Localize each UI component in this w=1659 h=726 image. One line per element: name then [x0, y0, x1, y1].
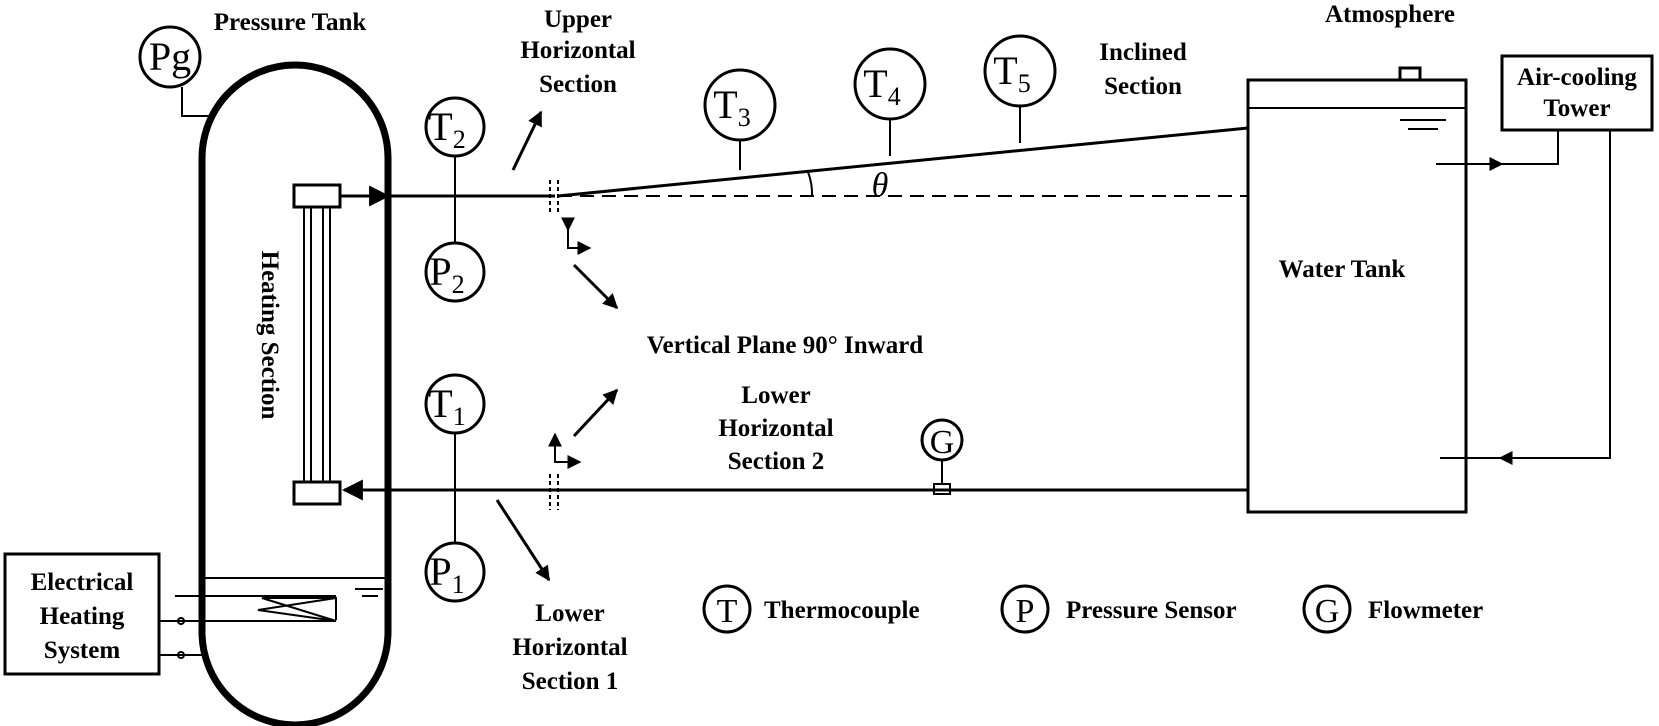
air-cooling-line2: Tower	[1543, 95, 1610, 122]
atmosphere-label: Atmosphere	[1325, 1, 1455, 28]
electrical-heating-system	[3, 552, 161, 676]
t3-label: T3	[713, 82, 750, 132]
legend-symbol-p: P	[1016, 593, 1035, 630]
lower-horizontal2-line2: Horizontal	[718, 415, 833, 442]
lower-horizontal1-line2: Horizontal	[512, 634, 627, 661]
pressure-tank-label: Pressure Tank	[214, 9, 367, 36]
lower-horizontal1-line3: Section 1	[522, 668, 619, 695]
heating-top-header	[292, 183, 342, 209]
legend-symbol-g: G	[1315, 593, 1340, 630]
air-cooling-line1: Air-cooling	[1517, 64, 1637, 91]
heating-section-label: Heating Section	[256, 251, 283, 420]
pressure-tank-vessel	[198, 61, 392, 726]
air-cooling-tower	[1500, 54, 1654, 132]
electrical-heating-line2: Heating	[40, 603, 125, 630]
vertical-plane-label: Vertical Plane 90° Inward	[647, 332, 924, 359]
upper-horizontal-line2: Horizontal	[520, 37, 635, 64]
pressure-sensor-p2	[424, 241, 486, 303]
electrical-heating-line1: Electrical	[31, 569, 134, 596]
legend-symbol-t: T	[717, 593, 738, 630]
lower-horizontal2-line1: Lower	[741, 382, 810, 409]
pg-label: Pg	[149, 34, 191, 79]
lower-horizontal2-line3: Section 2	[728, 448, 825, 475]
legend: T Thermocouple P Pressure Sensor G Flowm…	[702, 584, 1483, 634]
legend-text-thermocouple: Thermocouple	[764, 597, 920, 624]
p1-label: P1	[429, 549, 464, 599]
g-label: G	[930, 424, 955, 461]
inclined-pipe	[557, 126, 1249, 198]
water-tank-label: Water Tank	[1279, 256, 1406, 283]
t4-label: T4	[863, 61, 900, 111]
upper-horizontal-line1: Upper	[544, 6, 612, 33]
inclined-line2: Section	[1104, 73, 1182, 100]
pressure-gauge-pg	[138, 25, 202, 89]
water-tank	[1246, 78, 1468, 514]
t5-label: T5	[993, 48, 1030, 98]
lower-horizontal1-line1: Lower	[535, 600, 604, 627]
t2-label: T2	[428, 104, 465, 154]
electrical-heating-line3: System	[44, 637, 121, 664]
legend-text-pressure-sensor: Pressure Sensor	[1066, 597, 1237, 624]
legend-text-flowmeter: Flowmeter	[1368, 597, 1483, 624]
t1-label: T1	[428, 381, 465, 431]
inclined-line1: Inclined	[1099, 39, 1187, 66]
p2-label: P2	[429, 249, 464, 299]
theta-label: θ	[872, 167, 889, 204]
pressure-sensor-p1	[424, 541, 486, 603]
heating-bottom-header	[292, 480, 342, 506]
upper-horizontal-line3: Section	[539, 71, 617, 98]
